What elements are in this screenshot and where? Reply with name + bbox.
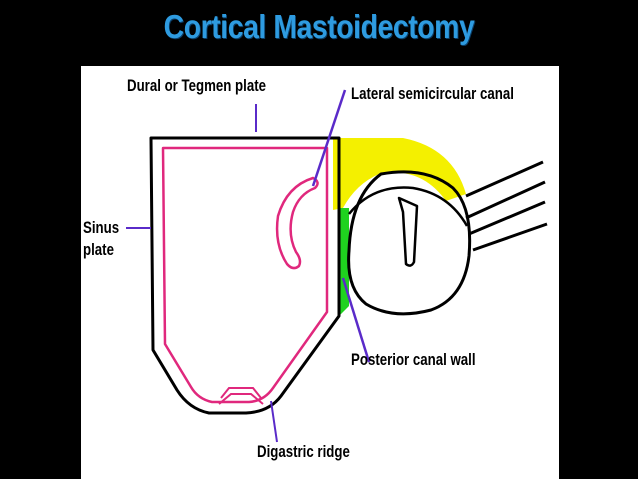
dural-plate-label: Dural or Tegmen plate <box>127 76 266 96</box>
sinus-label-line1: Sinus <box>83 218 119 238</box>
semicircular-canal-shape <box>277 178 318 268</box>
digastric-pointer <box>271 401 277 442</box>
inner-outline <box>163 148 327 402</box>
mastoid-diagram <box>81 66 559 479</box>
diagram-panel: Dural or Tegmen plate Lateral semicircul… <box>81 66 559 479</box>
posterior-wall-label: Posterior canal wall <box>351 350 476 370</box>
sinus-label-line2: plate <box>83 240 114 260</box>
digastric-ridge-label: Digastric ridge <box>257 442 350 462</box>
canal-stem <box>399 198 417 266</box>
canal-extension <box>466 162 547 250</box>
slide-title: Cortical Mastoidectomy <box>45 8 594 46</box>
lateral-canal-label: Lateral semicircular canal <box>351 84 514 104</box>
